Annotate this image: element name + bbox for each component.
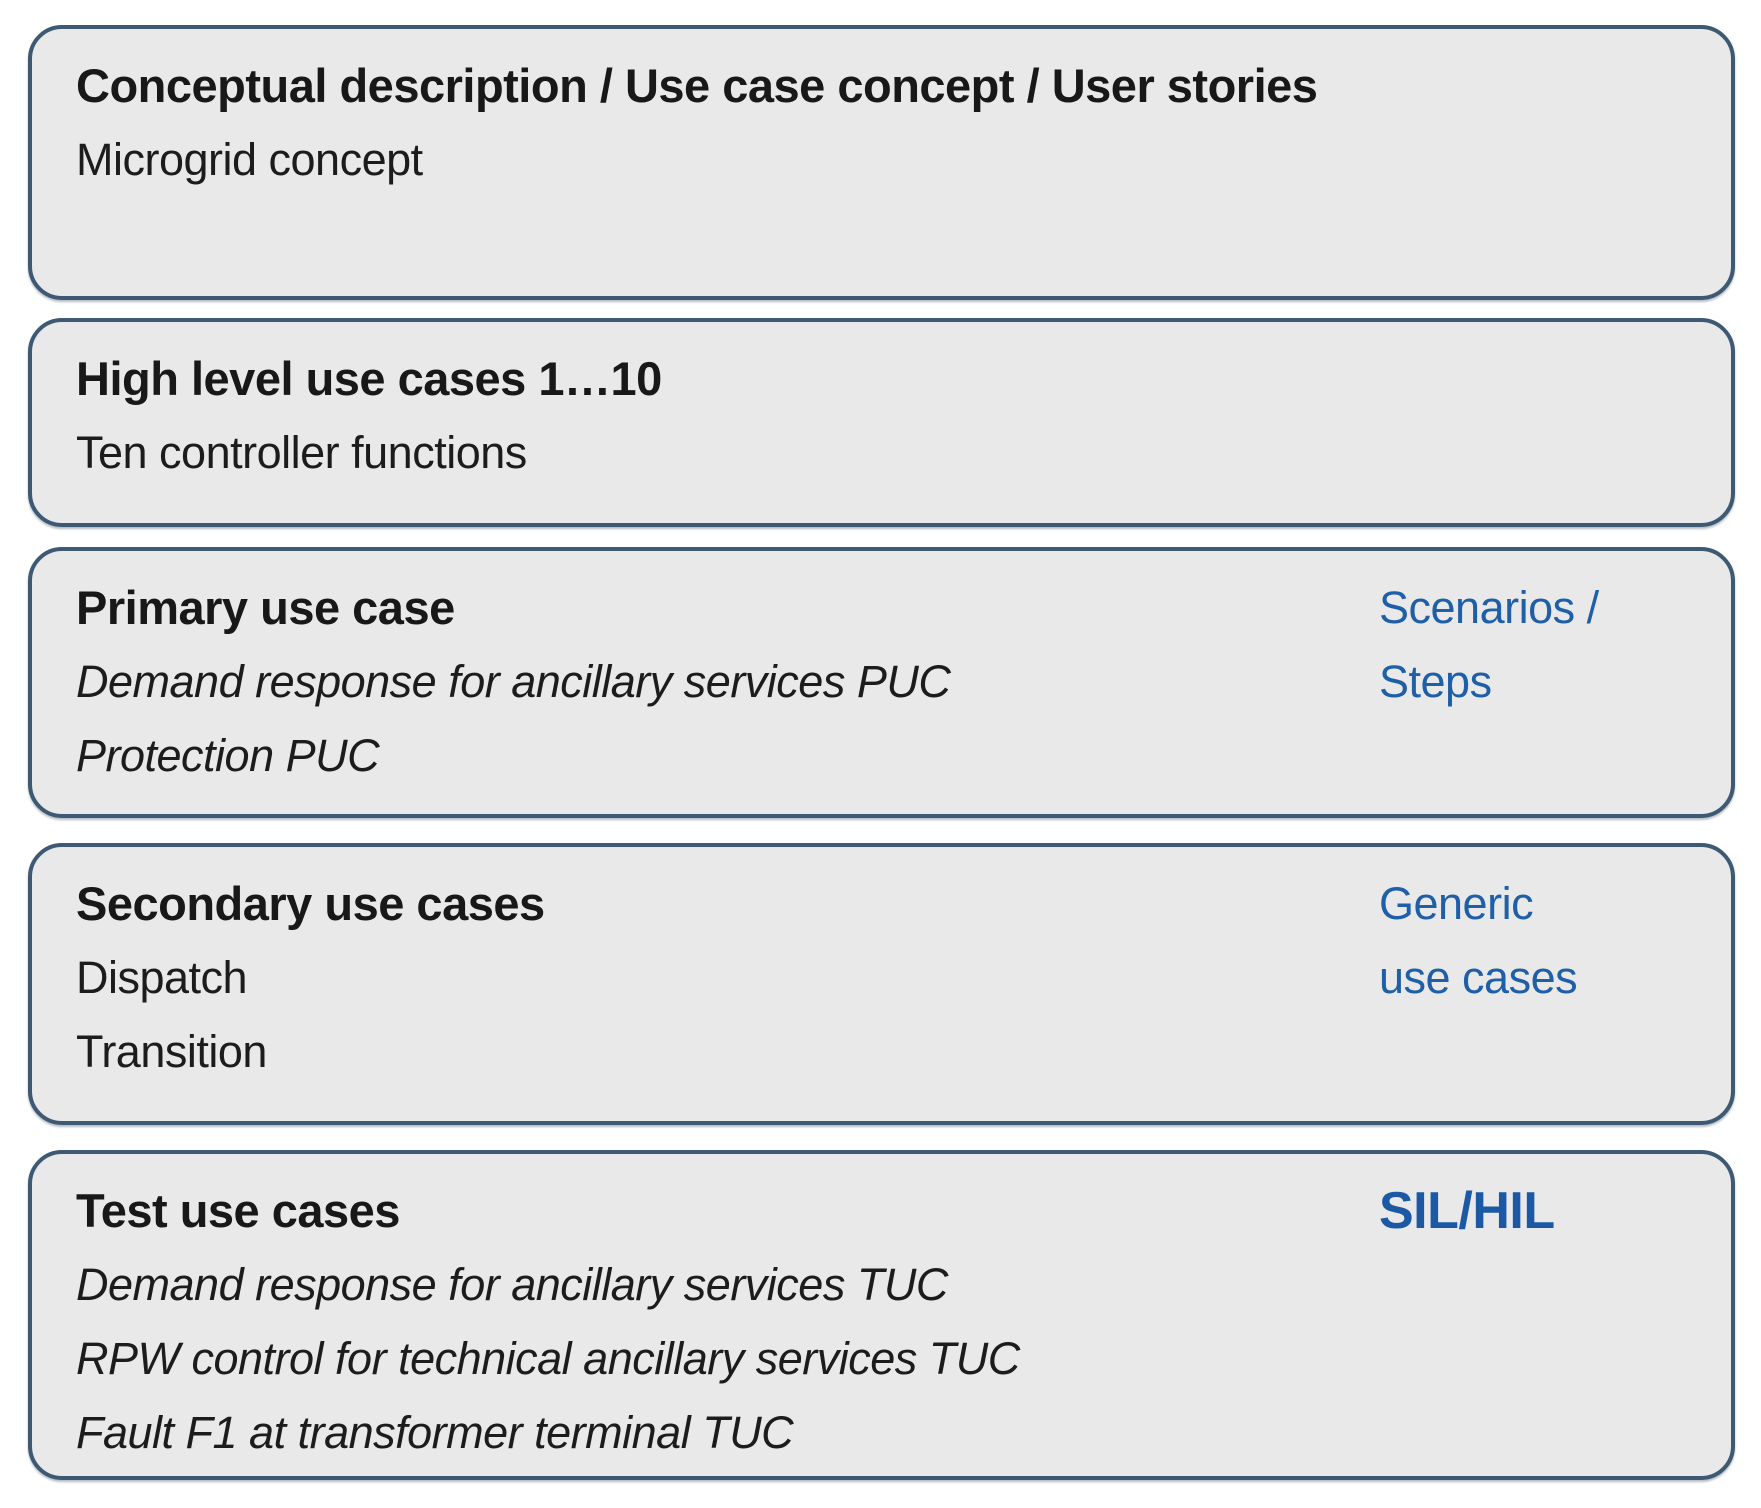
box-conceptual-line-microgrid: Microgrid concept [76, 134, 423, 185]
side-label-sil-hil: SIL/HIL [1379, 1154, 1731, 1476]
box-high-level-title: High level use cases 1…10 [76, 352, 662, 405]
box-secondary-title: Secondary use cases [76, 877, 545, 930]
side-label-generic-line1: Generic [1379, 878, 1534, 929]
box-test-use-cases: Test use cases Demand response for ancil… [28, 1150, 1735, 1480]
side-label-sil-hil-text: SIL/HIL [1379, 1182, 1555, 1240]
box-secondary-line-dispatch: Dispatch [76, 952, 248, 1003]
box-secondary-line-transition: Transition [76, 1026, 267, 1077]
box-primary-content: Primary use case Demand response for anc… [32, 551, 1379, 814]
box-primary-title: Primary use case [76, 581, 455, 634]
box-secondary-content: Secondary use cases Dispatch Transition [32, 847, 1379, 1121]
side-label-scenarios-line2: Steps [1379, 656, 1492, 707]
box-high-level-content: High level use cases 1…10 Ten controller… [32, 322, 1731, 523]
box-high-level-line-functions: Ten controller functions [76, 427, 527, 478]
side-label-generic-use-cases: Generic use cases [1379, 847, 1731, 1121]
box-test-line-fault-f1: Fault F1 at transformer terminal TUC [76, 1407, 794, 1458]
side-label-generic-line2: use cases [1379, 952, 1578, 1003]
box-primary-line-protection: Protection PUC [76, 730, 380, 781]
side-label-scenarios-steps: Scenarios / Steps [1379, 551, 1731, 814]
box-conceptual-content: Conceptual description / Use case concep… [32, 29, 1731, 296]
box-secondary-use-cases: Secondary use cases Dispatch Transition … [28, 843, 1735, 1125]
box-test-title: Test use cases [76, 1184, 400, 1237]
box-test-content: Test use cases Demand response for ancil… [32, 1154, 1379, 1476]
box-primary-use-case: Primary use case Demand response for anc… [28, 547, 1735, 818]
box-test-line-demand-response: Demand response for ancillary services T… [76, 1259, 948, 1310]
box-high-level-use-cases: High level use cases 1…10 Ten controller… [28, 318, 1735, 527]
box-conceptual-description: Conceptual description / Use case concep… [28, 25, 1735, 300]
box-primary-line-demand-response: Demand response for ancillary services P… [76, 656, 951, 707]
box-conceptual-title: Conceptual description / Use case concep… [76, 59, 1318, 112]
box-test-line-rpw-control: RPW control for technical ancillary serv… [76, 1333, 1020, 1384]
side-label-scenarios-line1: Scenarios / [1379, 582, 1599, 633]
